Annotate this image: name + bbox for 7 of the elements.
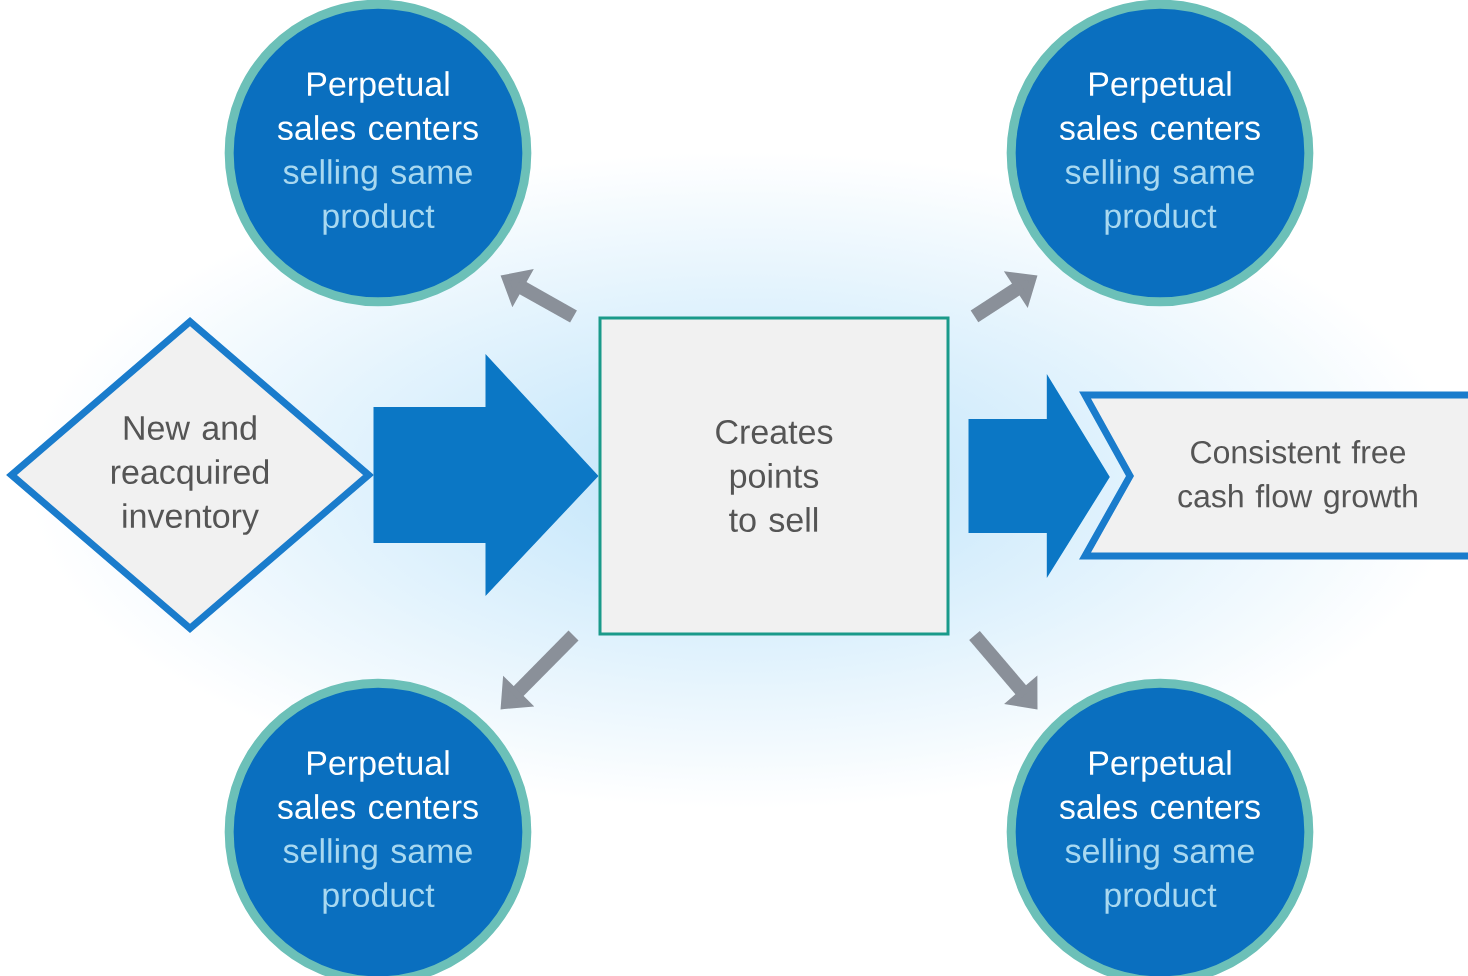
arrow <box>373 354 599 596</box>
process-box: Creates points to sell <box>598 316 950 636</box>
circle-node: Perpetual sales centers selling same product <box>224 678 532 976</box>
chevron-box: Consistent free cash flow growth <box>1079 391 1468 560</box>
arrow <box>500 630 579 710</box>
circle-node: Perpetual sales centers selling same product <box>1006 678 1314 976</box>
arrow <box>968 374 1110 578</box>
